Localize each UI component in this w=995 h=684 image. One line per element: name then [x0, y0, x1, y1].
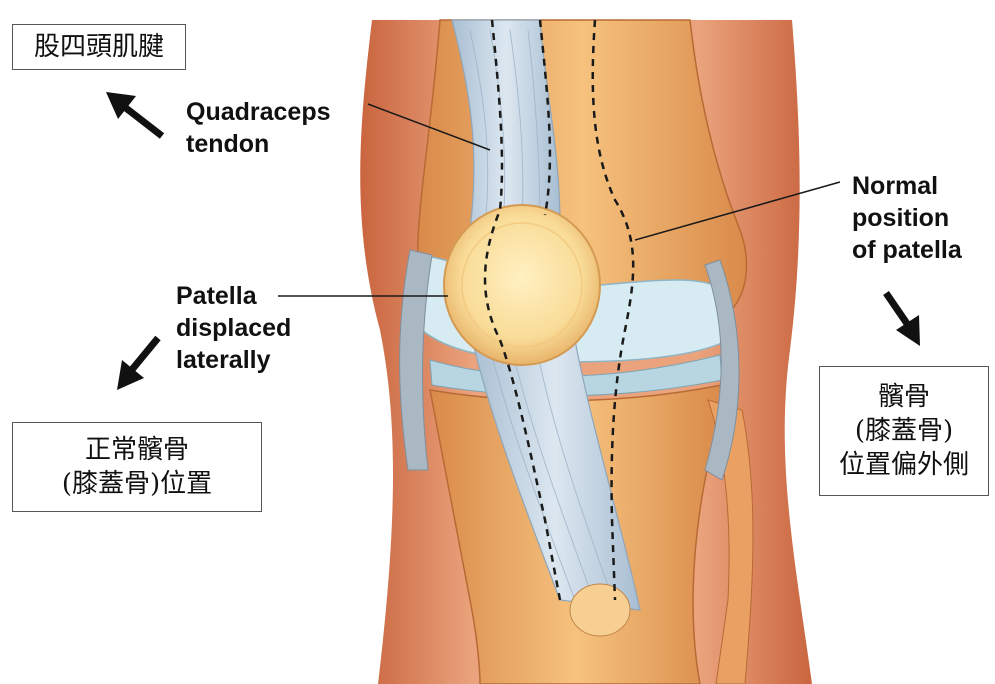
- en-quad-line2: tendon: [186, 128, 331, 160]
- label-en-quad-tendon: Quadraceps tendon: [186, 96, 331, 160]
- patella: [444, 205, 600, 365]
- tibial-tuberosity: [570, 584, 630, 636]
- label-zh-displaced: 髕骨 (膝蓋骨) 位置偏外側: [819, 366, 989, 496]
- label-zh-quad-tendon: 股四頭肌腱: [12, 24, 186, 70]
- zh-normal-line2: (膝蓋骨)位置: [62, 467, 212, 501]
- zh-displaced-line3: 位置偏外側: [839, 448, 969, 482]
- en-normal-line1: Normal: [852, 170, 962, 202]
- label-en-patella-displaced: Patella displaced laterally: [176, 280, 291, 376]
- arrow-down-right: [886, 293, 920, 346]
- zh-displaced-line2: (膝蓋骨): [855, 414, 953, 448]
- label-zh-normal-position: 正常髕骨 (膝蓋骨)位置: [12, 422, 262, 512]
- zh-normal-line1: 正常髕骨: [85, 433, 189, 467]
- en-patella-line2: displaced: [176, 312, 291, 344]
- arrow-down-left: [117, 338, 158, 390]
- zh-displaced-line1: 髕骨: [878, 380, 930, 414]
- label-en-normal-position: Normal position of patella: [852, 170, 962, 266]
- en-patella-line3: laterally: [176, 344, 291, 376]
- zh-quad-tendon-text: 股四頭肌腱: [34, 30, 164, 64]
- arrow-up-left: [106, 92, 162, 136]
- en-normal-line2: position: [852, 202, 962, 234]
- en-patella-line1: Patella: [176, 280, 291, 312]
- en-quad-line1: Quadraceps: [186, 96, 331, 128]
- en-normal-line3: of patella: [852, 234, 962, 266]
